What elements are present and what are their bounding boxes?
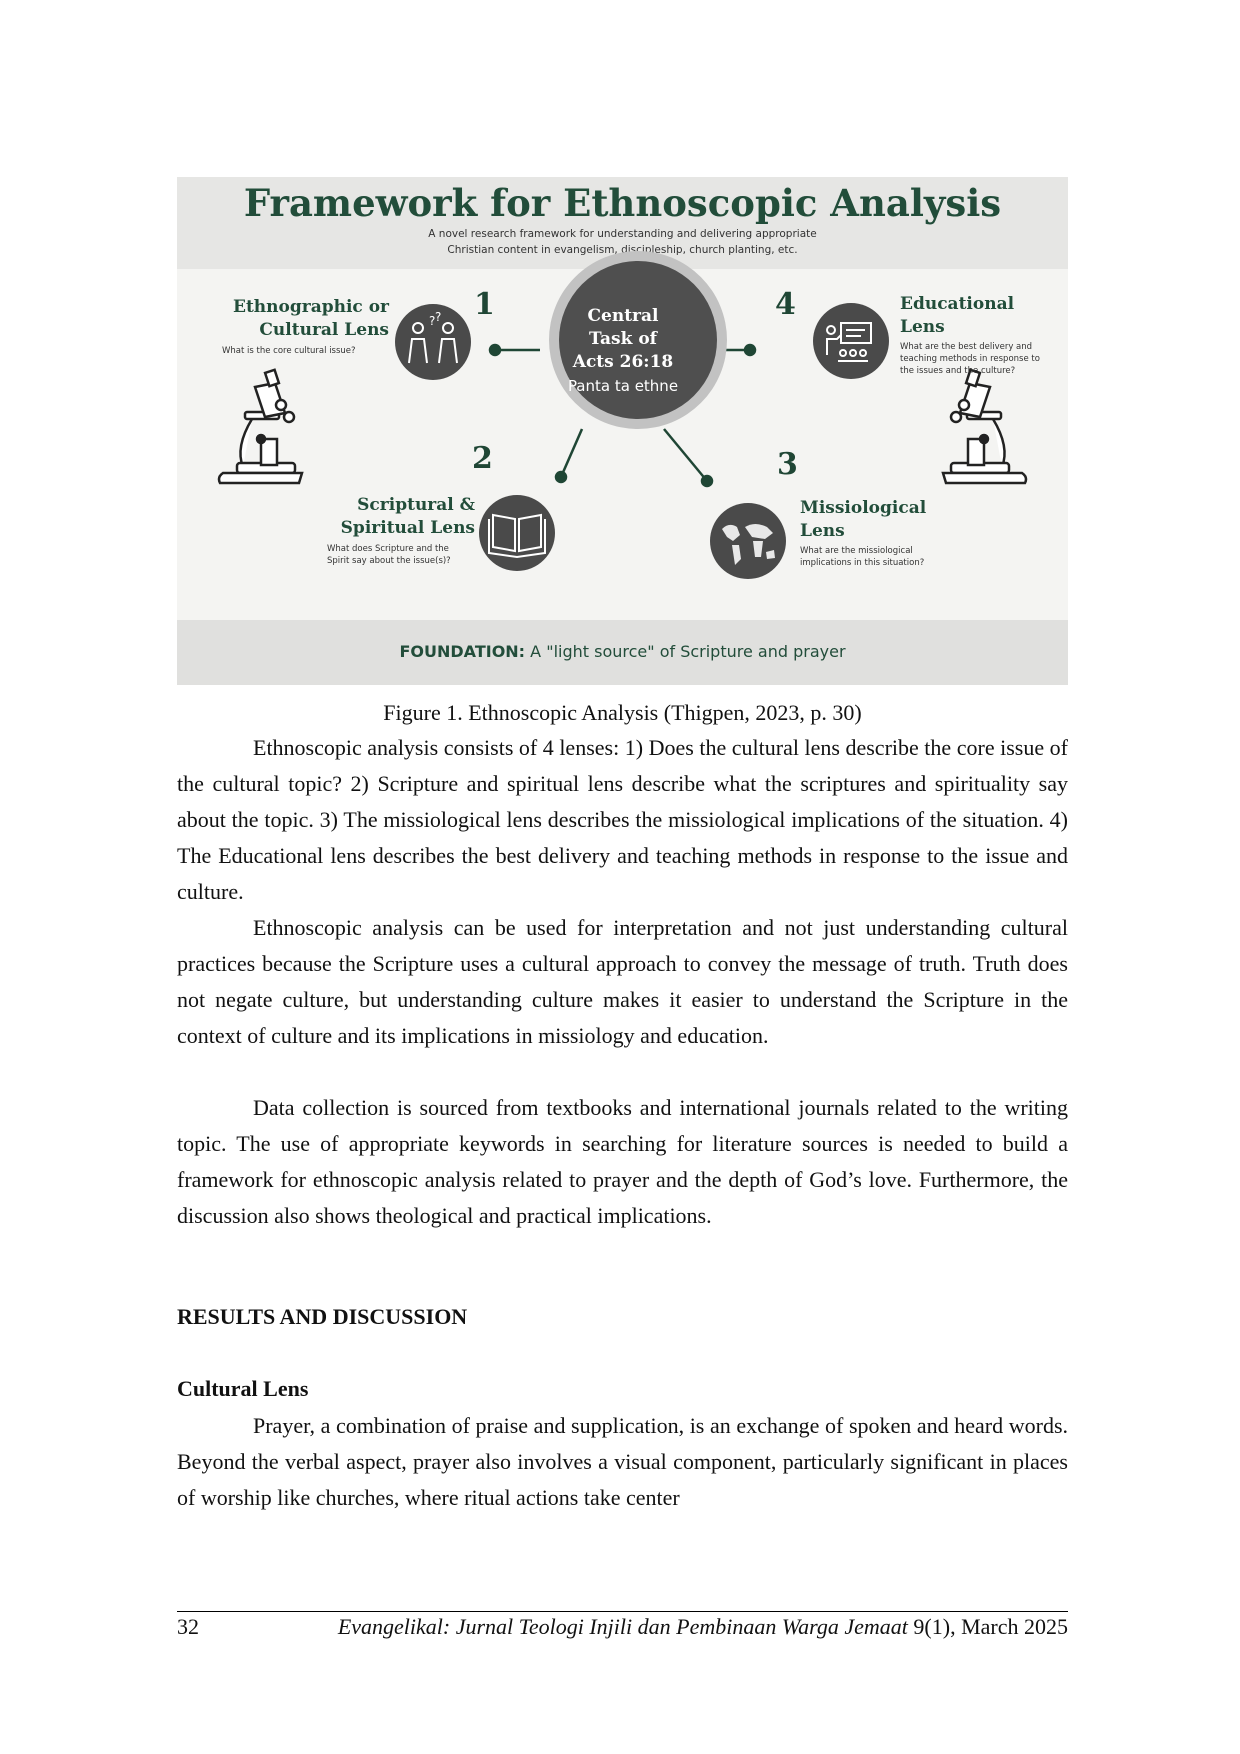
framework-diagram: ? ?	[217, 251, 1028, 579]
teacher-board-icon	[813, 303, 889, 379]
central-circle	[549, 251, 727, 429]
lens-2-question: What does Scripture and the Spirit say a…	[327, 544, 451, 566]
subsection-heading: Cultural Lens	[177, 1376, 309, 1401]
figure-title: Framework for Ethnoscopic Analysis	[243, 181, 1002, 225]
lens-4-title: Educational Lens	[900, 294, 1015, 337]
svg-text:?: ?	[429, 314, 435, 328]
lens-3-question: What are the missiological implications …	[800, 546, 925, 568]
microscope-left-icon	[217, 368, 304, 485]
journal-citation: Evangelikal: Jurnal Teologi Injili dan P…	[338, 1614, 1068, 1640]
journal-name: Evangelikal: Jurnal Teologi Injili dan P…	[337, 1614, 908, 1639]
paragraph-interpretation: Ethnoscopic analysis can be used for int…	[177, 915, 1068, 1048]
central-task-line-2: Task of	[589, 329, 657, 349]
footer-rule	[177, 1611, 1068, 1612]
central-task-label: Central Task of Acts 26:18 Panta ta ethn…	[562, 305, 684, 398]
people-talking-icon: ? ?	[395, 304, 471, 380]
paragraph-lenses: Ethnoscopic analysis consists of 4 lense…	[177, 735, 1068, 904]
figure-caption: Figure 1. Ethnoscopic Analysis (Thigpen,…	[383, 700, 862, 725]
central-task-line-3: Acts 26:18	[572, 352, 674, 372]
section-heading: RESULTS AND DISCUSSION	[177, 1304, 468, 1329]
paragraph-data-collection: Data collection is sourced from textbook…	[177, 1095, 1068, 1228]
page-number: 32	[177, 1614, 199, 1639]
lens-number-4: 4	[775, 287, 796, 322]
journal-issue: 9(1), March 2025	[913, 1614, 1068, 1639]
paragraph-cultural-lens: Prayer, a combination of praise and supp…	[177, 1413, 1068, 1510]
lens-2-title: Scriptural & Spiritual Lens	[340, 495, 475, 538]
lens-3-title: Missiological Lens	[800, 498, 927, 541]
microscope-right-icon	[941, 368, 1028, 485]
lens-number-2: 2	[472, 441, 493, 476]
central-task-subtitle: Panta ta ethne	[567, 377, 679, 395]
central-task-line-1: Central	[587, 306, 659, 326]
foundation-description: A "light source" of Scripture and prayer	[530, 642, 846, 661]
lens-number-3: 3	[777, 447, 798, 482]
lens-number-1: 1	[474, 287, 495, 322]
lens-1-title: Ethnographic or Cultural Lens	[233, 297, 389, 340]
figure-subtitle: A novel research framework for understan…	[428, 228, 817, 256]
svg-text:?: ?	[435, 310, 441, 324]
world-map-icon	[710, 503, 786, 579]
lens-4-question: What are the best delivery and teaching …	[900, 342, 1040, 376]
foundation-text: FOUNDATION: A "light source" of Scriptur…	[177, 642, 1068, 661]
framework-figure: Framework for Ethnoscopic Analysis A nov…	[177, 177, 1068, 685]
lens-1-question: What is the core cultural issue?	[222, 346, 356, 356]
foundation-band: FOUNDATION: A "light source" of Scriptur…	[177, 620, 1068, 685]
foundation-label: FOUNDATION:	[399, 642, 526, 661]
open-book-icon	[479, 495, 555, 571]
